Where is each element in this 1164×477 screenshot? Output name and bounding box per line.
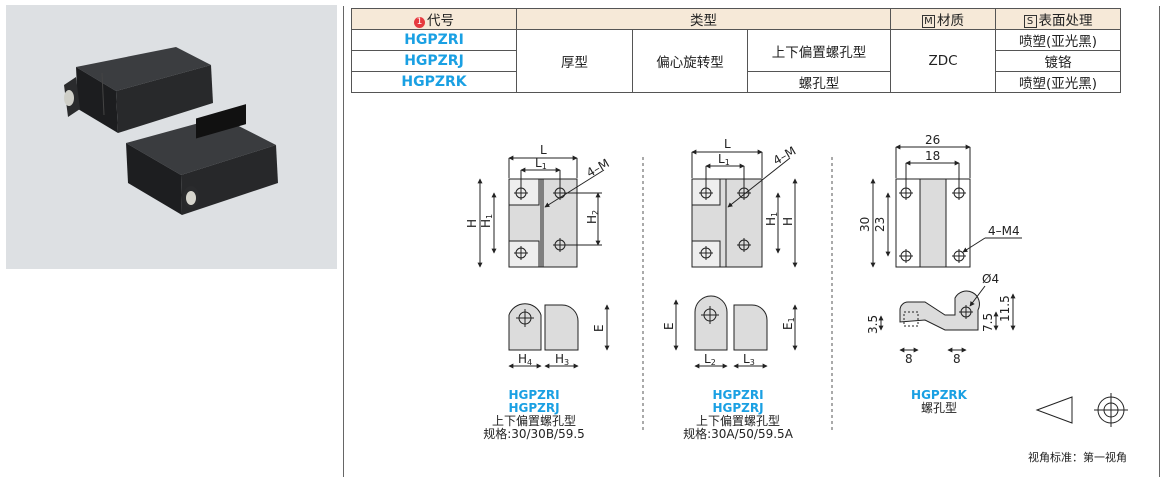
projection-label: 视角标准：第一视角: [1028, 451, 1127, 464]
type-thickness: 厚型: [516, 29, 633, 93]
caption-code: HGPZRI: [508, 388, 560, 402]
code-cell: HGPZRK: [351, 71, 517, 93]
surface-badge-icon: S: [1023, 15, 1037, 28]
type-rotation: 偏心旋转型: [632, 29, 748, 93]
caption-spec: 规格:30A/50/59.5A: [683, 427, 793, 441]
caption-code: HGPZRJ: [712, 401, 764, 415]
code-cell: HGPZRJ: [351, 50, 517, 72]
caption-drawing3: HGPZRK 螺孔型: [899, 389, 979, 415]
table-row: HGPZRK 螺孔型 喷塑(亚光黑): [351, 71, 1121, 93]
caption-code: HGPZRK: [911, 388, 967, 402]
table-row: HGPZRJ 镀铬: [351, 50, 1121, 72]
product-photo: [6, 5, 337, 269]
surface-cell: 镀铬: [995, 50, 1121, 72]
caption-type: 上下偏置螺孔型: [491, 414, 576, 428]
caption-type: 螺孔型: [920, 401, 957, 415]
type-mount-b: 螺孔型: [747, 71, 891, 93]
code-cell: HGPZRI: [351, 29, 517, 51]
table-row: HGPZRI 厚型 偏心旋转型 上下偏置螺孔型 ZDC 喷塑(亚光黑): [351, 29, 1121, 93]
hinge-image-top: [64, 47, 213, 133]
caption-spec: 规格:30/30B/59.5: [483, 427, 585, 441]
caption-drawing2: HGPZRI HGPZRJ 上下偏置螺孔型 规格:30A/50/59.5A: [676, 389, 800, 441]
caption-type: 上下偏置螺孔型: [695, 414, 780, 428]
material-cell: ZDC: [890, 29, 996, 93]
caption-drawing1: HGPZRI HGPZRJ 上下偏置螺孔型 规格:30/30B/59.5: [479, 389, 589, 441]
surface-cell: 喷塑(亚光黑): [995, 71, 1121, 93]
surface-cell: 喷塑(亚光黑): [995, 29, 1121, 51]
drawing-frame: [343, 6, 1160, 477]
caption-code: HGPZRI: [712, 388, 764, 402]
type-mount-a: 上下偏置螺孔型: [747, 29, 891, 72]
code-badge-icon: 1: [414, 17, 425, 28]
caption-code: HGPZRJ: [508, 401, 560, 415]
hinge-image-bottom: [126, 104, 278, 215]
material-badge-icon: M: [922, 15, 935, 28]
header-type: 类型: [516, 8, 891, 30]
